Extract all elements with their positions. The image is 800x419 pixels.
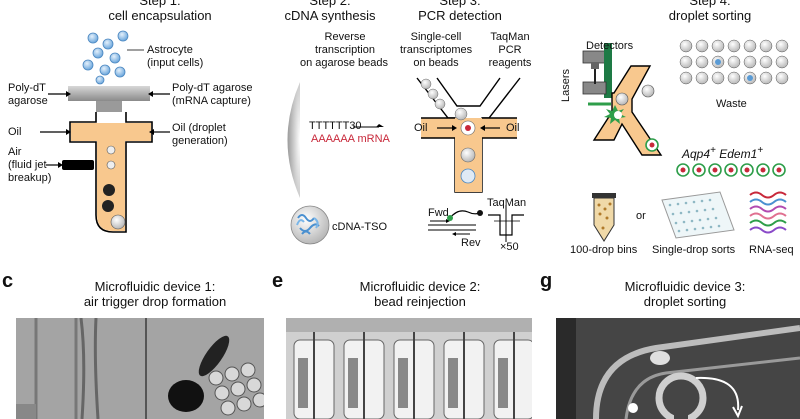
micrograph-device-1 xyxy=(16,318,264,419)
rnaseq-label: RNA-seq xyxy=(749,244,794,256)
step3-drawing xyxy=(416,77,524,242)
marker2-sup: + xyxy=(757,145,764,156)
rt-2: transcription xyxy=(315,44,375,56)
astrocyte-label: Astrocyte xyxy=(147,44,193,56)
step4-drawing xyxy=(582,39,789,242)
positive-droplets xyxy=(676,163,786,177)
bins-label: 100-drop bins xyxy=(570,244,638,256)
input-cells-label: (input cells) xyxy=(147,57,204,69)
step4-title: Step 4: xyxy=(689,0,731,8)
air-2: (fluid jet xyxy=(8,159,47,171)
sc-2: transcriptomes xyxy=(400,44,473,56)
step4-subtitle: droplet sorting xyxy=(668,8,752,23)
rev-label: Rev xyxy=(461,237,481,249)
marker2: Edem1 xyxy=(719,147,758,161)
sc-1: Single-cell xyxy=(410,31,462,43)
waste-label: Waste xyxy=(716,98,747,110)
step2-subtitle: cDNA synthesis xyxy=(284,8,376,23)
oil-right-1: Oil (droplet xyxy=(172,122,226,134)
polydt-left-1: Poly-dT xyxy=(8,82,46,94)
air-3: breakup) xyxy=(8,172,52,184)
oil-right-2: generation) xyxy=(172,135,228,147)
cycles-label: ×50 xyxy=(500,241,519,253)
tq-1: TaqMan xyxy=(490,31,530,43)
taqman-label: TaqMan xyxy=(487,197,527,209)
lasers-label: Lasers xyxy=(560,68,572,102)
step3-subtitle: PCR detection xyxy=(418,8,502,23)
marker1: Aqp4 xyxy=(682,147,711,161)
panel-g-letter: g xyxy=(540,270,553,292)
step2-drawing xyxy=(287,82,384,245)
micrograph-device-2 xyxy=(286,318,532,419)
polydt-left-2: agarose xyxy=(8,95,48,107)
mrna-label: AAAAAA mRNA xyxy=(311,133,390,145)
sc-3: on beads xyxy=(413,57,459,69)
micrograph-device-3 xyxy=(556,318,800,419)
panel-e-title-1: Microfluidic device 2: xyxy=(359,279,481,294)
rt-3: on agarose beads xyxy=(299,57,389,69)
panel-e-title-2: bead reinjection xyxy=(374,294,466,309)
fwd-label: Fwd xyxy=(428,207,449,219)
polydt-right-2: (mRNA capture) xyxy=(172,95,251,107)
panel-g-title-1: Microfluidic device 3: xyxy=(624,279,746,294)
panel-c-title-2: air trigger drop formation xyxy=(83,294,227,309)
tq-3: reagents xyxy=(488,57,532,69)
cdna-tso-label: cDNA-TSO xyxy=(332,221,387,233)
polydt-right-1: Poly-dT agarose xyxy=(172,82,253,94)
marker1-sup: + xyxy=(710,145,716,156)
panel-e-letter: e xyxy=(272,270,284,292)
step1-device xyxy=(40,30,170,233)
marker-label: Aqp4+ Edem1+ xyxy=(682,145,763,160)
rt-1: Reverse xyxy=(324,31,366,43)
panel-c-letter: c xyxy=(2,270,14,292)
t30-label: TTTTTT30 xyxy=(309,120,362,132)
step2-title: Step 2: xyxy=(309,0,351,8)
air-1: Air xyxy=(8,146,22,158)
step3-oil-right: Oil xyxy=(506,122,520,134)
step1-subtitle: cell encapsulation xyxy=(108,8,212,23)
input-cells xyxy=(82,30,129,85)
tq-2: PCR xyxy=(498,44,522,56)
step3-title: Step 3: xyxy=(439,0,481,8)
single-sorts-label: Single-drop sorts xyxy=(652,244,736,256)
step3-oil-left: Oil xyxy=(414,122,428,134)
or-label: or xyxy=(636,210,646,222)
panel-c-title-1: Microfluidic device 1: xyxy=(94,279,216,294)
panel-g-title-2: droplet sorting xyxy=(643,294,727,309)
step1-title: Step 1: xyxy=(139,0,181,8)
detectors-label: Detectors xyxy=(586,40,634,52)
waste-droplets xyxy=(679,39,789,85)
oil-left-label: Oil xyxy=(8,126,22,138)
